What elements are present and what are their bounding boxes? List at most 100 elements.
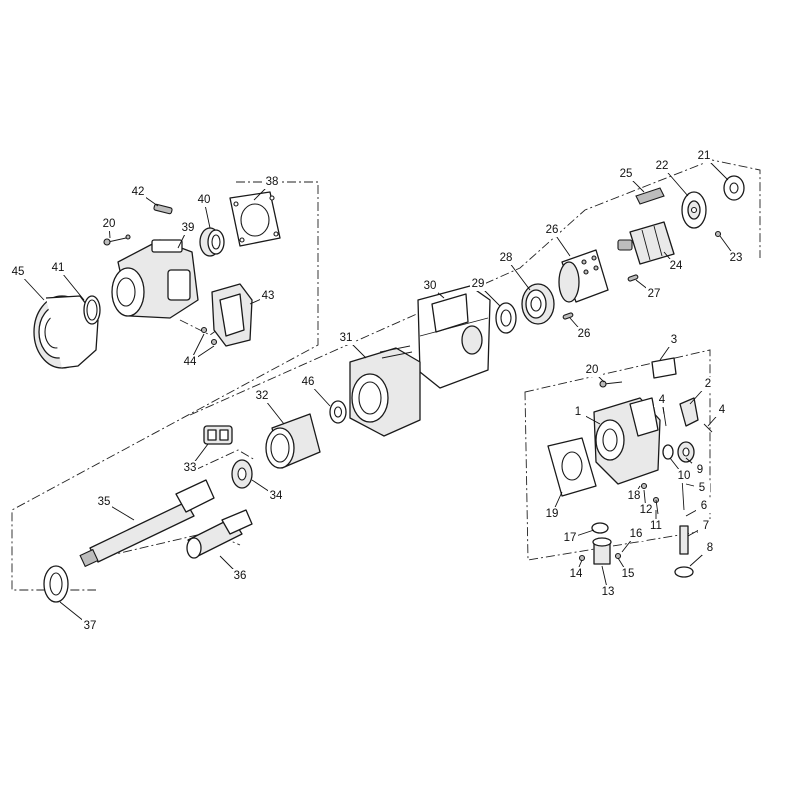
callout-label: 23 bbox=[730, 252, 743, 264]
part-25-vane bbox=[635, 187, 665, 205]
part-44-screws bbox=[200, 326, 218, 346]
callout-label: 12 bbox=[640, 504, 653, 516]
callout-label-bg bbox=[600, 585, 616, 599]
callout-label-bg bbox=[618, 167, 634, 181]
callout-label: 42 bbox=[132, 186, 145, 198]
callout-label-bg bbox=[568, 567, 584, 581]
part-3-plate bbox=[651, 357, 677, 379]
callout-label-bg bbox=[96, 495, 112, 509]
callout-label: 37 bbox=[84, 620, 97, 632]
part-42-pin bbox=[153, 203, 173, 215]
callout-label: 20 bbox=[103, 218, 116, 230]
part-26-cylinder bbox=[558, 249, 609, 303]
part-31-housing-block bbox=[349, 345, 421, 437]
callout-label: 1 bbox=[575, 406, 581, 418]
part-32-liner bbox=[265, 413, 321, 469]
callout-label-bg bbox=[702, 541, 718, 555]
callout-label-bg bbox=[626, 489, 642, 503]
callout-label-bg bbox=[694, 481, 710, 495]
callout-label-bg bbox=[728, 251, 744, 265]
callout-label-bg bbox=[544, 507, 560, 521]
callout-label-bg bbox=[196, 193, 212, 207]
callout-label-bg bbox=[470, 277, 486, 291]
callout-label-bg bbox=[668, 259, 684, 273]
part-22-rear-plate bbox=[681, 191, 707, 229]
callout-label-bg bbox=[638, 503, 654, 517]
callout-label: 39 bbox=[182, 222, 195, 234]
callout-label-bg bbox=[676, 469, 692, 483]
callout-label-bg bbox=[696, 149, 712, 163]
callout-label-bg bbox=[628, 527, 644, 541]
callout-label-bg bbox=[570, 405, 586, 419]
callout-label: 20 bbox=[586, 364, 599, 376]
callout-label-bg bbox=[714, 403, 730, 417]
callout-label-bg bbox=[700, 377, 716, 391]
callout-label-bg bbox=[544, 223, 560, 237]
callout-label: 31 bbox=[340, 332, 353, 344]
callout-label-bg bbox=[692, 463, 708, 477]
part-1-back-head bbox=[593, 397, 661, 485]
callout-label-bg bbox=[648, 519, 664, 533]
part-21-washer bbox=[723, 175, 745, 201]
part-35-anvil-long bbox=[79, 479, 215, 568]
callout-label: 35 bbox=[98, 496, 111, 508]
callout-label: 26 bbox=[546, 224, 559, 236]
callout-label: 29 bbox=[472, 278, 485, 290]
callout-label: 16 bbox=[630, 528, 643, 540]
callout-label: 44 bbox=[184, 356, 197, 368]
part-10-9-valve bbox=[662, 441, 695, 463]
callout-label: 3 bbox=[671, 334, 677, 346]
part-20-screw-left bbox=[103, 234, 131, 246]
callout-label-bg bbox=[696, 499, 712, 513]
part-12-18-11-screws bbox=[640, 482, 660, 515]
callout-label: 33 bbox=[184, 462, 197, 474]
callout-label-bg bbox=[180, 221, 196, 235]
callout-label: 28 bbox=[500, 252, 513, 264]
callout-label-bg bbox=[82, 619, 98, 633]
callout-label: 18 bbox=[628, 490, 641, 502]
callout-label-bg bbox=[130, 185, 146, 199]
callout-label: 43 bbox=[262, 290, 275, 302]
callout-label: 22 bbox=[656, 160, 669, 172]
callout-label: 24 bbox=[670, 260, 683, 272]
part-36-anvil-short bbox=[186, 509, 253, 559]
callout-label: 21 bbox=[698, 150, 711, 162]
callout-label: 7 bbox=[703, 520, 709, 532]
callout-label-bg bbox=[498, 251, 514, 265]
part-24-rotor bbox=[617, 221, 675, 265]
part-43-handle-cover bbox=[211, 283, 253, 347]
callout-label: 34 bbox=[270, 490, 283, 502]
callout-label: 36 bbox=[234, 570, 247, 582]
callout-label: 4 bbox=[659, 394, 666, 406]
part-13-14-15-16-inlet bbox=[578, 537, 622, 565]
part-46-washer bbox=[329, 400, 347, 424]
callout-label-bg bbox=[10, 265, 26, 279]
callout-label-bg bbox=[260, 289, 276, 303]
callout-label: 38 bbox=[266, 176, 279, 188]
callout-label-bg bbox=[50, 261, 66, 275]
callout-label-bg bbox=[646, 287, 662, 301]
callout-label-bg bbox=[562, 531, 578, 545]
callout-label: 6 bbox=[701, 500, 707, 512]
part-5-6-7-8-valve-stack bbox=[674, 477, 694, 578]
part-28-end-plate bbox=[521, 283, 555, 325]
callout-label: 14 bbox=[570, 568, 583, 580]
callout-label-bg bbox=[101, 217, 117, 231]
callout-label-bg bbox=[300, 375, 316, 389]
callout-label-bg bbox=[232, 569, 248, 583]
callout-label: 13 bbox=[602, 586, 615, 598]
callout-label-bg bbox=[264, 175, 280, 189]
callout-label: 10 bbox=[678, 470, 691, 482]
callout-label: 15 bbox=[622, 568, 635, 580]
part-27-pin bbox=[627, 274, 639, 282]
part-23-screw bbox=[714, 230, 722, 238]
part-26-dowel-pin bbox=[562, 312, 574, 320]
part-17-o-ring bbox=[591, 522, 609, 534]
callout-label-bg bbox=[698, 519, 714, 533]
callout-label-bg bbox=[666, 333, 682, 347]
callout-label-bg bbox=[268, 489, 284, 503]
callout-label: 2 bbox=[705, 378, 711, 390]
callout-label-bg bbox=[254, 389, 270, 403]
